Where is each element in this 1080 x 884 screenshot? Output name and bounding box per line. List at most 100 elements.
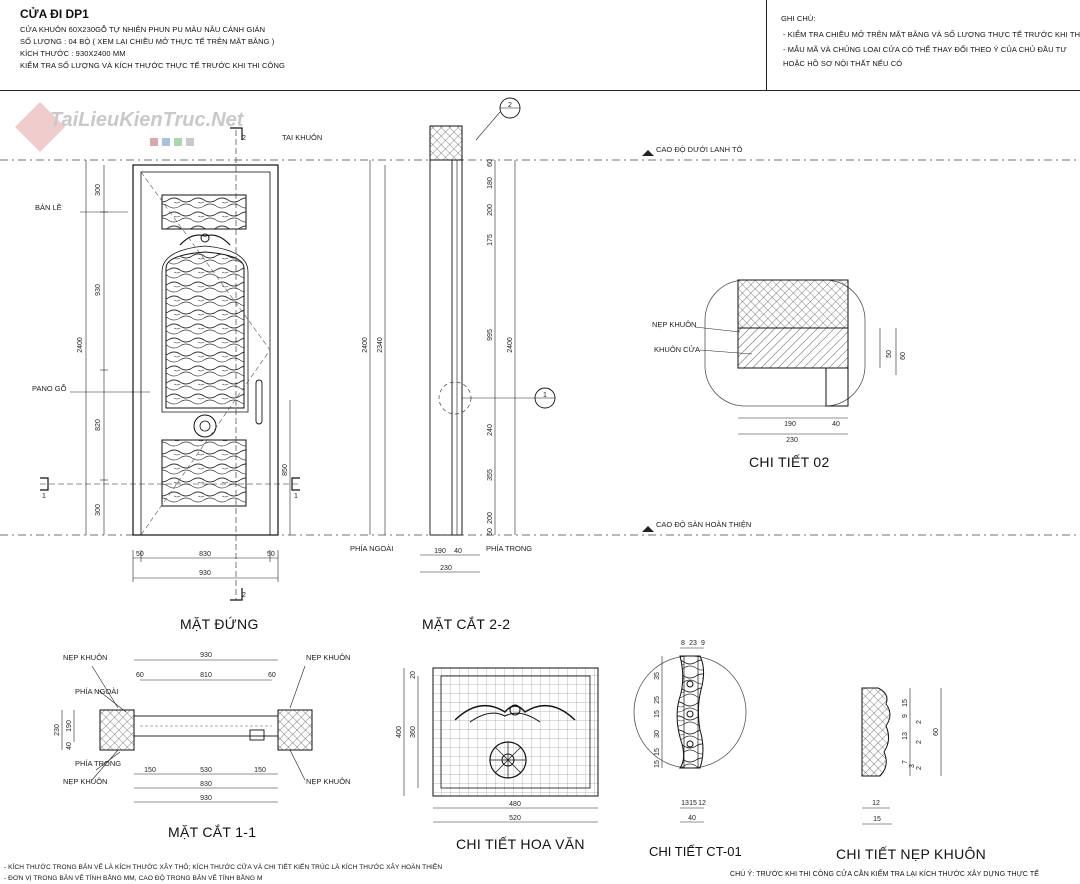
label-phia-trong: PHÍA TRONG: [486, 544, 532, 553]
drawing-title: CỬA ĐI DP1: [20, 7, 89, 21]
cut-mark-right-icon: [291, 477, 300, 491]
nep-dim-12: 12: [872, 800, 880, 807]
ct01-dim-40: 40: [688, 815, 696, 822]
elevation-dims: [40, 130, 300, 600]
section11-dim-150-right: 150: [254, 767, 266, 774]
level-top-marker-icon: [642, 150, 654, 156]
detail-02: [694, 279, 897, 435]
pattern-dim-360: 360: [410, 726, 417, 738]
elevation-dim-50-left: 50: [136, 551, 144, 558]
nep-dim-2-a: 2: [916, 720, 923, 724]
section11-label-phia-ngoai: PHÍA NGOÀI: [75, 687, 118, 696]
ct01-dim-15-c: 15: [654, 760, 661, 768]
section-2-2-dims: [369, 160, 516, 573]
detail02-label-khuon-cua: KHUÔN CỬA: [654, 345, 700, 354]
section11-label-nep-khuon-left-top: NẸP KHUÔN: [63, 653, 107, 662]
elevation-dim-300-bottom: 300: [95, 504, 102, 516]
notes-title: GHI CHÚ:: [781, 14, 816, 23]
section22-dim-60: 60: [487, 159, 494, 167]
elevation-dim-300-top: 300: [95, 184, 102, 196]
nep-dim-7: 7: [902, 760, 909, 764]
section22-title: MẶT CẮT 2-2: [422, 616, 511, 632]
elevation-dim-850: 850: [282, 464, 289, 476]
title-block-divider: [766, 0, 767, 90]
detail02-dim-40: 40: [832, 421, 840, 428]
ct01-dim-30: 30: [654, 730, 661, 738]
section11-label-nep-khuon-right-top: NẸP KHUÔN: [306, 653, 350, 662]
cut-mark-bottom-icon: [230, 588, 243, 601]
section-2-2: [429, 97, 556, 536]
ct01-dim-15-bottom: 15: [689, 800, 697, 807]
nep-dim-60: 60: [933, 728, 940, 736]
detail02-dim-230: 230: [786, 437, 798, 444]
elevation-dim-50-right: 50: [267, 551, 275, 558]
section22-dim-2340: 2340: [377, 337, 384, 353]
cut-mark-bottom-label: 2: [242, 592, 246, 599]
level-bottom-marker-icon: [642, 526, 654, 532]
section11-label-nep-khuon-left-bottom: NẸP KHUÔN: [63, 777, 107, 786]
ct01-dim-8: 8: [681, 640, 685, 647]
section11-dim-60-right: 60: [268, 672, 276, 679]
nep-dim-2-b: 2: [916, 740, 923, 744]
section22-dim-200-bottom: 200: [487, 512, 494, 524]
section11-dim-230: 230: [54, 724, 61, 736]
section11-label-phia-trong: PHÍA TRONG: [75, 759, 121, 768]
section11-title: MẶT CẮT 1-1: [168, 824, 257, 840]
detail02-title: CHI TIẾT 02: [749, 454, 830, 470]
footer-note-2: - ĐƠN VỊ TRONG BẢN VẼ TÍNH BẰNG MM, CAO …: [4, 875, 263, 882]
door-elevation: [132, 164, 279, 536]
section22-dim-175: 175: [487, 234, 494, 246]
pattern-dim-520: 520: [509, 815, 521, 822]
ct01-dim-13: 13: [681, 800, 689, 807]
spec-line-1: CỬA KHUÔN 60X230GỖ TỰ NHIÊN PHUN PU MÀU …: [20, 25, 266, 34]
ct01-dim-9: 9: [701, 640, 705, 647]
pattern-dim-20: 20: [410, 671, 417, 679]
label-tai-khuon: TAI KHUÔN: [282, 133, 322, 142]
section22-dim-2400: 2400: [362, 337, 369, 353]
section11-dim-930-bottom: 930: [200, 795, 212, 802]
section11-dim-150-left: 150: [144, 767, 156, 774]
section22-dim-995: 995: [487, 329, 494, 341]
nep-title: CHI TIẾT NẸP KHUÔN: [836, 846, 987, 862]
ct01-dim-35: 35: [654, 672, 661, 680]
elevation-dim-930: 930: [95, 284, 102, 296]
nep-dim-3: 3: [909, 764, 916, 768]
section11-dim-830: 830: [200, 781, 212, 788]
section22-dim-180: 180: [487, 177, 494, 189]
ct01-dim-25: 25: [654, 696, 661, 704]
ct01-detail: [633, 647, 747, 823]
note-3: HOẶC HỒ SƠ NỘI THẤT NẾU CÓ: [783, 59, 903, 68]
section11-dim-810: 810: [200, 672, 212, 679]
section22-dim-200: 200: [487, 204, 494, 216]
cut-mark-left-label: 1: [42, 493, 46, 500]
ct01-dim-15-b: 15: [654, 748, 661, 756]
detail02-dim-50: 50: [886, 350, 893, 358]
nep-dim-9: 9: [902, 714, 909, 718]
callout-1-label: 1: [543, 392, 547, 399]
elevation-title: MẶT ĐỨNG: [180, 616, 259, 632]
nep-dim-15: 15: [902, 699, 909, 707]
door-handle-icon: [255, 379, 263, 425]
pattern-dim-400: 400: [396, 726, 403, 738]
section11-dim-40: 40: [66, 742, 73, 750]
label-pano-go: PANO GỖ: [32, 384, 67, 393]
detail02-label-nep-khuon: NẸP KHUÔN: [652, 320, 696, 329]
elevation-dim-820: 820: [95, 419, 102, 431]
section11-dim-60-left: 60: [136, 672, 144, 679]
note-1: - KIỂM TRA CHIỀU MỞ TRÊN MẶT BẰNG VÀ SỐ …: [783, 30, 1080, 39]
callout-2-label: 2: [508, 102, 512, 109]
ct01-dim-15-a: 15: [654, 710, 661, 718]
level-top-label: CAO ĐỘ DƯỚI LANH TÔ: [656, 145, 743, 154]
pattern-title: CHI TIẾT HOA VĂN: [456, 836, 585, 852]
elevation-dim-930-width: 930: [199, 570, 211, 577]
spec-line-4: KIỂM TRA SỐ LƯỢNG VÀ KÍCH THƯỚC THỰC TẾ …: [20, 61, 285, 70]
section11-label-nep-khuon-right-bottom: NẸP KHUÔN: [306, 777, 350, 786]
section22-dim-230: 230: [440, 565, 452, 572]
section11-dim-530: 530: [200, 767, 212, 774]
label-phia-ngoai: PHÍA NGOÀI: [350, 544, 393, 553]
nep-dim-2-c: 2: [916, 766, 923, 770]
section11-dim-190: 190: [66, 720, 73, 732]
detail02-dim-190: 190: [784, 421, 796, 428]
section22-dim-50: 50: [487, 528, 494, 536]
